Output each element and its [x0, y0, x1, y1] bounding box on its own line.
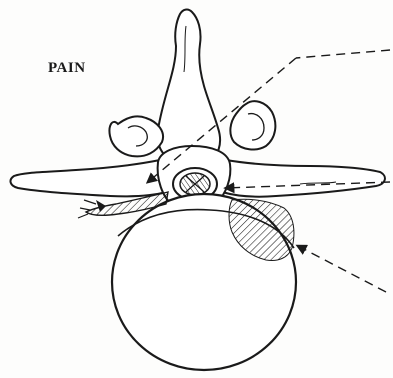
right-transverse-process [222, 160, 385, 197]
pain-label: PAIN [48, 60, 86, 77]
left-transverse-process [11, 160, 166, 196]
spinous-process [157, 10, 220, 158]
leader-to-nerve-root [296, 50, 390, 58]
left-articular-process [109, 116, 163, 156]
right-articular-process [230, 101, 275, 149]
leader-to-disc-herniation [298, 246, 386, 292]
